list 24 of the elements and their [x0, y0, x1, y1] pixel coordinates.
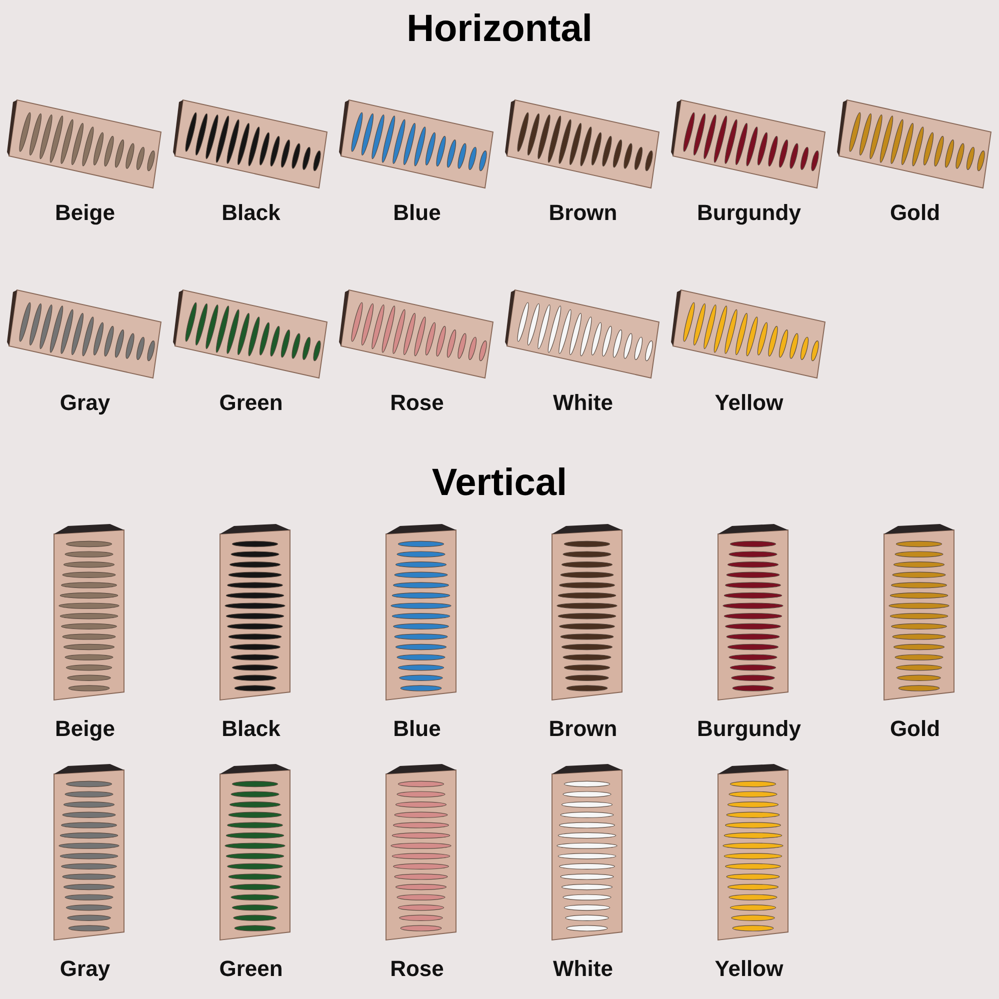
color-name: Green [218, 956, 284, 982]
color-name: Yellow [714, 956, 784, 982]
color-name: Green [218, 390, 284, 416]
section-heading: Vertical [430, 462, 568, 505]
color-name: Black [220, 716, 282, 742]
color-name: Beige [54, 716, 116, 742]
color-name: Gray [58, 956, 112, 982]
color-name: Gold [888, 200, 942, 226]
color-name: Blue [392, 200, 442, 226]
color-name: Gold [888, 716, 942, 742]
color-name: Burgundy [696, 716, 802, 742]
color-name: Rose [389, 956, 445, 982]
color-name: Gray [58, 390, 112, 416]
color-name: Blue [392, 716, 442, 742]
color-name: Beige [54, 200, 116, 226]
color-name: Burgundy [696, 200, 802, 226]
color-name: Brown [548, 716, 618, 742]
color-name: White [552, 390, 614, 416]
color-name: Yellow [714, 390, 784, 416]
section-heading: Horizontal [406, 8, 594, 51]
color-name: Rose [389, 390, 445, 416]
color-name: White [552, 956, 614, 982]
color-name: Brown [548, 200, 618, 226]
color-name: Black [220, 200, 282, 226]
